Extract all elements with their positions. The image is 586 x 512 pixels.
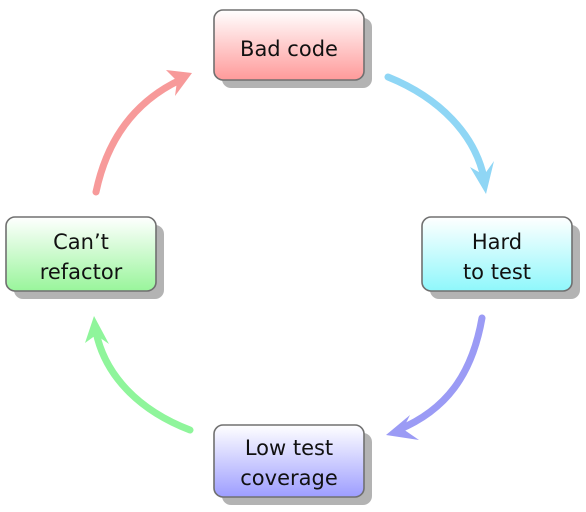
node-bad-code: Bad code <box>213 9 372 88</box>
node-label-line-2: coverage <box>240 466 338 490</box>
edge-arrow-line <box>384 73 488 182</box>
node-low-test-coverage: Low test coverage <box>213 424 372 505</box>
node-label-line-2: refactor <box>40 260 123 284</box>
edge-arrowhead <box>470 161 494 194</box>
edge-low-test-coverage-to-cant-refactor <box>85 316 194 434</box>
node-label: Bad code <box>240 37 338 61</box>
edge-arrow-line <box>92 328 194 434</box>
edge-arrow-line <box>92 76 184 196</box>
edge-hard-to-test-to-low-test-coverage <box>386 314 486 440</box>
node-box <box>5 216 157 292</box>
edge-arrow-line <box>394 314 486 434</box>
node-box <box>213 9 365 81</box>
node-label-line-1: Low test <box>245 436 333 460</box>
edge-arrowhead <box>85 316 109 344</box>
node-label-line-1: Can’t <box>53 230 109 254</box>
edge-bad-code-to-hard-to-test <box>384 73 494 194</box>
node-label-line-2: to test <box>463 260 531 284</box>
node-box <box>213 424 365 498</box>
node-hard-to-test: Hard to test <box>421 216 580 299</box>
node-box <box>421 216 573 292</box>
node-cant-refactor: Can’t refactor <box>5 216 164 299</box>
node-label-line-1: Hard <box>472 230 522 254</box>
edge-arrowhead <box>166 70 192 96</box>
edge-cant-refactor-to-bad-code <box>92 70 192 196</box>
edge-arrowhead <box>386 415 419 440</box>
